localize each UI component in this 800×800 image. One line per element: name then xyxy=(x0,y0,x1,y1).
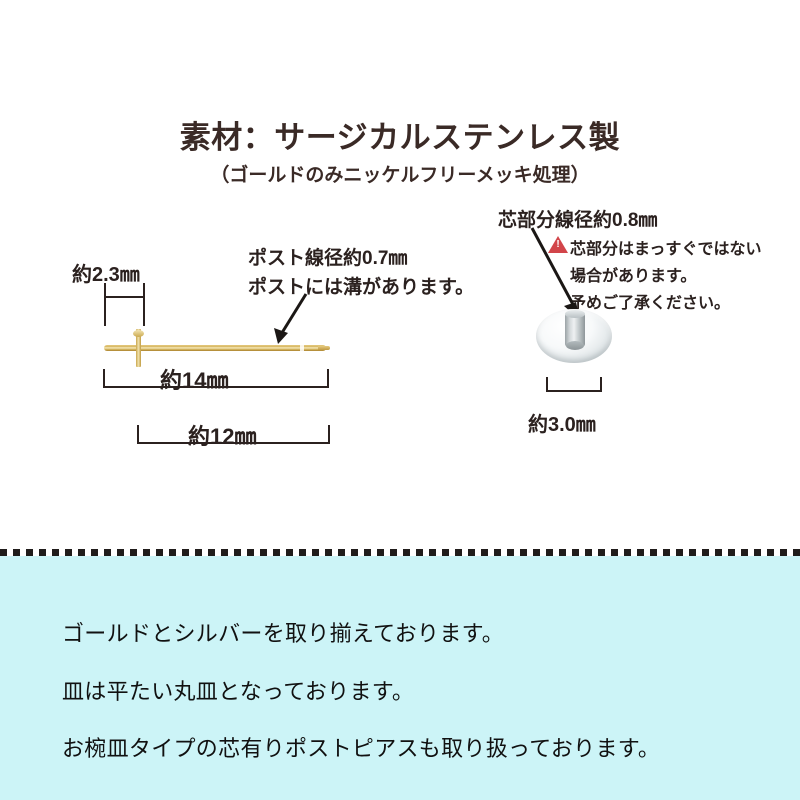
total-length-label: 約14㎜ xyxy=(160,368,229,393)
post-length-cap-left xyxy=(137,425,139,443)
post-groove-arrow-icon xyxy=(274,293,308,344)
warning-line-1: 芯部分はまっすぐではない xyxy=(570,241,762,258)
backing-diameter-cap-left xyxy=(546,377,548,392)
backing-metal-core xyxy=(565,313,585,347)
note-line-3: お椀皿タイプの芯有りポストピアスも取り扱っております。 xyxy=(62,736,661,761)
total-length-dimension-line xyxy=(103,386,329,388)
backing-diameter-dimension-line xyxy=(546,390,602,392)
post-flat-plate xyxy=(136,329,141,367)
plate-width-cap-left xyxy=(104,283,106,326)
plate-width-cap-right xyxy=(143,283,145,326)
warning-line-3: 予めご了承ください。 xyxy=(570,295,731,312)
warning-line-2: 場合があります。 xyxy=(570,268,697,285)
post-length-cap-right xyxy=(328,425,330,443)
page-subtitle: （ゴールドのみニッケルフリーメッキ処理） xyxy=(210,165,590,186)
page-title: 素材：サージカルステンレス製 xyxy=(179,120,621,155)
post-plate-cap xyxy=(133,330,144,337)
post-groove xyxy=(300,345,304,351)
plate-width-label: 約2.3㎜ xyxy=(72,264,140,286)
dashed-divider xyxy=(0,549,800,556)
post-tip xyxy=(318,346,330,350)
backing-core-bottom xyxy=(566,341,584,350)
silicone-backing xyxy=(536,305,612,363)
plate-width-dimension-line xyxy=(104,296,145,298)
note-line-1: ゴールドとシルバーを取り揃えております。 xyxy=(62,621,505,646)
total-length-cap-left xyxy=(103,369,105,387)
post-groove-label: ポストには溝があります。 xyxy=(248,277,475,298)
backing-diameter-cap-right xyxy=(600,377,602,392)
post-length-dimension-line xyxy=(137,442,330,444)
warning-triangle-icon xyxy=(548,236,568,253)
total-length-cap-right xyxy=(327,369,329,387)
backing-core-top xyxy=(565,310,585,318)
post-shaft xyxy=(104,345,326,351)
core-gauge-label: 芯部分線径約0.8㎜ xyxy=(498,210,658,231)
note-line-2: 皿は平たい丸皿となっております。 xyxy=(62,679,415,704)
notes-section xyxy=(0,556,800,800)
post-gauge-label: ポスト線径約0.7㎜ xyxy=(248,248,408,269)
post-length-label: 約12㎜ xyxy=(188,424,257,449)
backing-diameter-label: 約3.0㎜ xyxy=(528,414,596,436)
